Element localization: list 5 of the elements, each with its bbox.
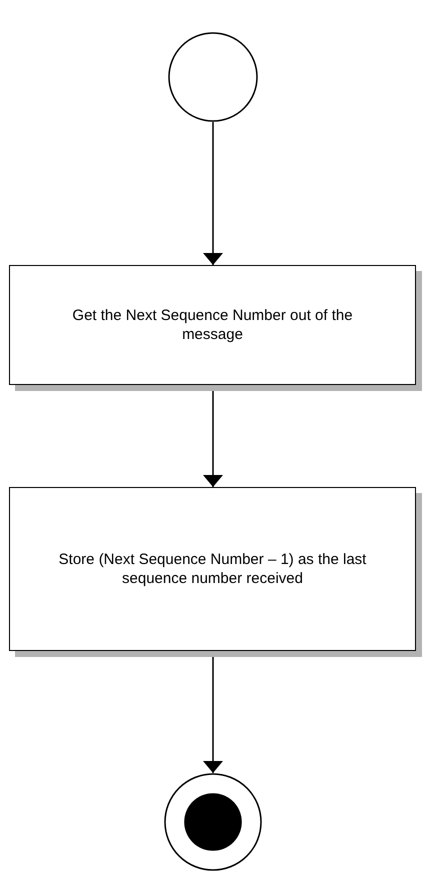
arrow	[203, 122, 223, 265]
start-node	[168, 32, 258, 122]
end-node	[164, 773, 262, 871]
process-text: Get the Next Sequence Number out of the message	[71, 306, 354, 344]
process-text: Store (Next Sequence Number – 1) as the last sequence number received	[58, 550, 368, 588]
